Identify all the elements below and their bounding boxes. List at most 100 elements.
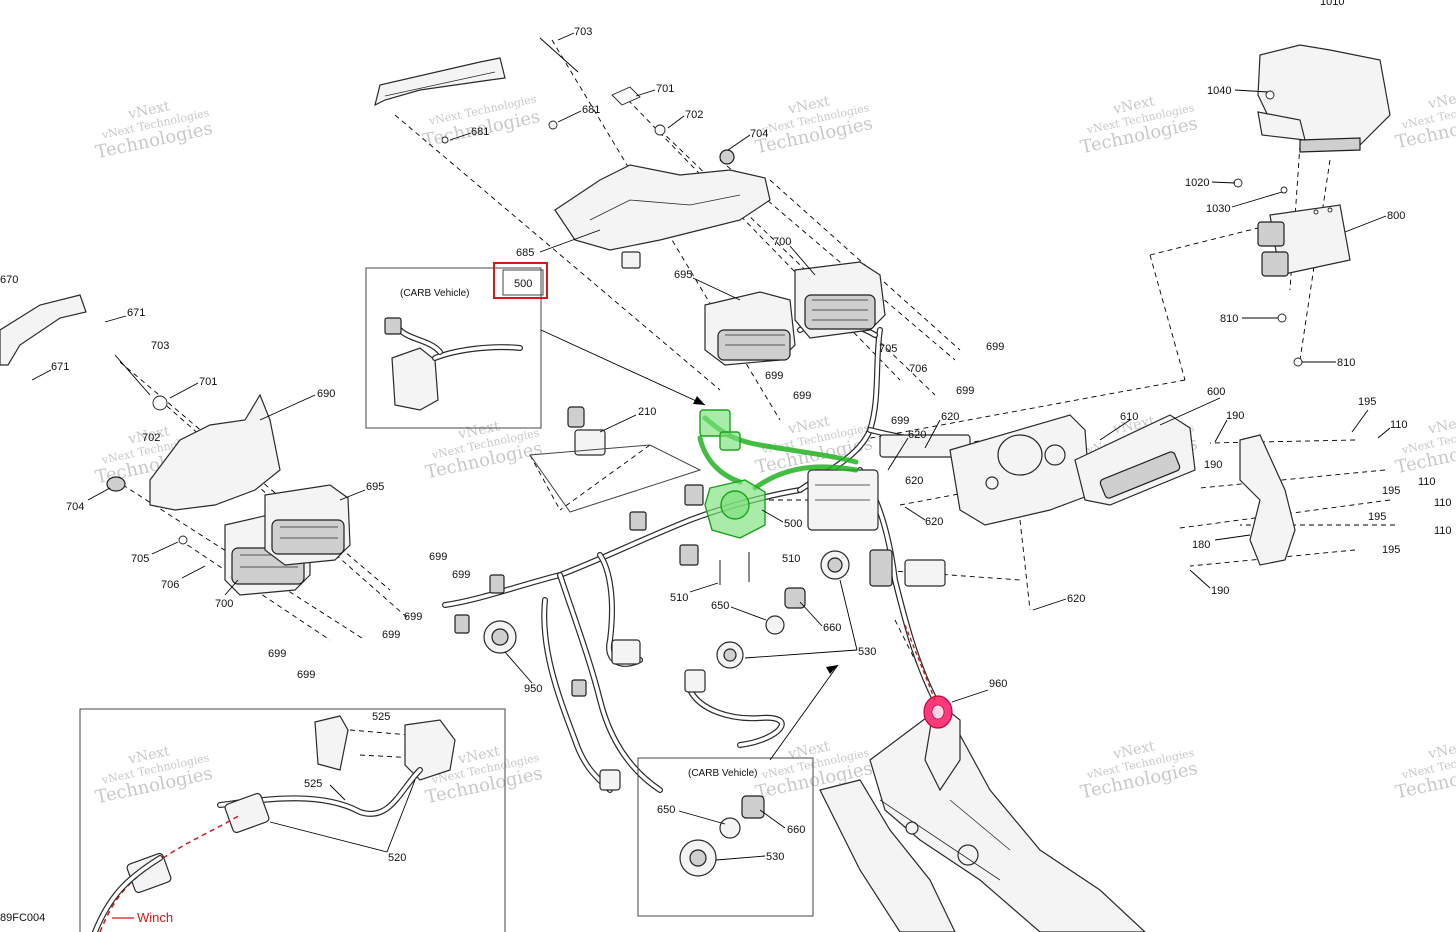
module-bracket-1010 [1257,44,1391,153]
callout-671: 671 [51,361,69,373]
callout-705: 705 [131,553,149,565]
callout-190: 190 [1226,410,1244,422]
callout-180: 180 [1192,539,1210,551]
callout-706: 706 [909,363,927,375]
callout-660: 660 [823,622,841,634]
callout-110: 110 [1390,419,1408,431]
headlight-left-lower-b [264,484,351,566]
callout-1020: 1020 [1185,177,1209,189]
callout-510: 510 [670,592,688,604]
callout-701: 701 [656,83,674,95]
callout-190: 190 [1211,585,1229,597]
steering-frame [819,698,1146,932]
callout-530: 530 [766,851,784,863]
callout-620: 620 [925,516,943,528]
callout-500-highlight-box[interactable] [493,262,548,299]
callout-681: 681 [471,126,489,138]
document-code: 89FC004 [0,912,45,924]
gauge-cluster-housing-600 [949,414,1091,526]
highlighted-part-960[interactable] [904,624,953,729]
callout-620: 620 [1067,593,1085,605]
callout-960: 960 [989,678,1007,690]
callout-685: 685 [516,247,534,259]
callout-702: 702 [142,432,160,444]
callout-500-box-label[interactable]: 500 [514,278,532,290]
callout-704: 704 [66,501,84,513]
inset-caption: (CARB Vehicle) [688,768,757,779]
callout-195: 195 [1382,485,1400,497]
socket-530 [716,550,850,669]
callout-699: 699 [429,551,447,563]
inset-carb-vehicle-top: (CARB Vehicle) [365,267,706,429]
callout-699: 699 [891,415,909,427]
callout-600: 600 [1207,386,1225,398]
callout-110: 110 [1418,476,1436,488]
callout-699: 699 [986,341,1004,353]
callout-699: 699 [793,390,811,402]
callout-699: 699 [956,385,974,397]
callout-195: 195 [1382,544,1400,556]
callout-699: 699 [297,669,315,681]
callout-699: 699 [404,611,422,623]
left-bracket-assembly [0,294,281,545]
main-wiring-harness [442,320,971,793]
callout-525: 525 [372,711,390,723]
winch-label: Winch [137,910,173,925]
mirror-bracket-180 [1239,434,1296,566]
callout-110: 110 [1434,497,1452,509]
callout-195: 195 [1368,511,1386,523]
callout-671: 671 [127,307,145,319]
callout-703: 703 [574,26,592,38]
callout-650: 650 [711,600,729,612]
inset-connector-210 [529,444,702,513]
highlighted-part-500[interactable] [697,409,859,539]
callout-695: 695 [366,481,384,493]
headlight-left-upper [704,291,796,366]
callout-704: 704 [750,128,768,140]
callout-210: 210 [638,406,656,418]
fastener-bolts [719,552,750,585]
inset-carb-vehicle-bottom: (CARB Vehicle) [637,664,839,917]
callout-530: 530 [858,646,876,658]
callout-690: 690 [317,388,335,400]
callout-525: 525 [304,778,322,790]
callout-510: 510 [782,553,800,565]
inset-caption: (CARB Vehicle) [400,288,469,299]
callout-1010: 1010 [1320,0,1344,8]
callout-810: 810 [1337,357,1355,369]
callout-702: 702 [685,109,703,121]
callout-660: 660 [787,824,805,836]
inset-winch: Winch [79,708,506,932]
top-bracket-assembly [374,37,771,269]
callout-705: 705 [879,343,897,355]
callout-670: 670 [0,274,18,286]
callout-699: 699 [765,370,783,382]
callout-699: 699 [452,569,470,581]
callout-810: 810 [1220,313,1238,325]
callout-620: 620 [908,429,926,441]
callout-700: 700 [215,598,233,610]
callout-699: 699 [382,629,400,641]
callout-190: 190 [1204,459,1222,471]
callout-620: 620 [905,475,923,487]
callout-110: 110 [1434,525,1452,537]
callout-706: 706 [161,579,179,591]
callout-701: 701 [199,376,217,388]
callout-950: 950 [524,683,542,695]
callout-620: 620 [941,411,959,423]
callout-1030: 1030 [1206,203,1230,215]
callout-520: 520 [388,852,406,864]
callout-699: 699 [268,648,286,660]
callout-681: 681 [582,104,600,116]
callout-703: 703 [151,340,169,352]
callout-195: 195 [1358,396,1376,408]
callout-695: 695 [674,269,692,281]
callout-1040: 1040 [1207,85,1231,97]
callout-500: 500 [784,518,802,530]
callout-610: 610 [1120,411,1138,423]
connector-210 [567,406,606,456]
callout-700: 700 [773,236,791,248]
ignition-switch-950 [483,620,517,654]
headlight-right-upper [794,261,886,339]
